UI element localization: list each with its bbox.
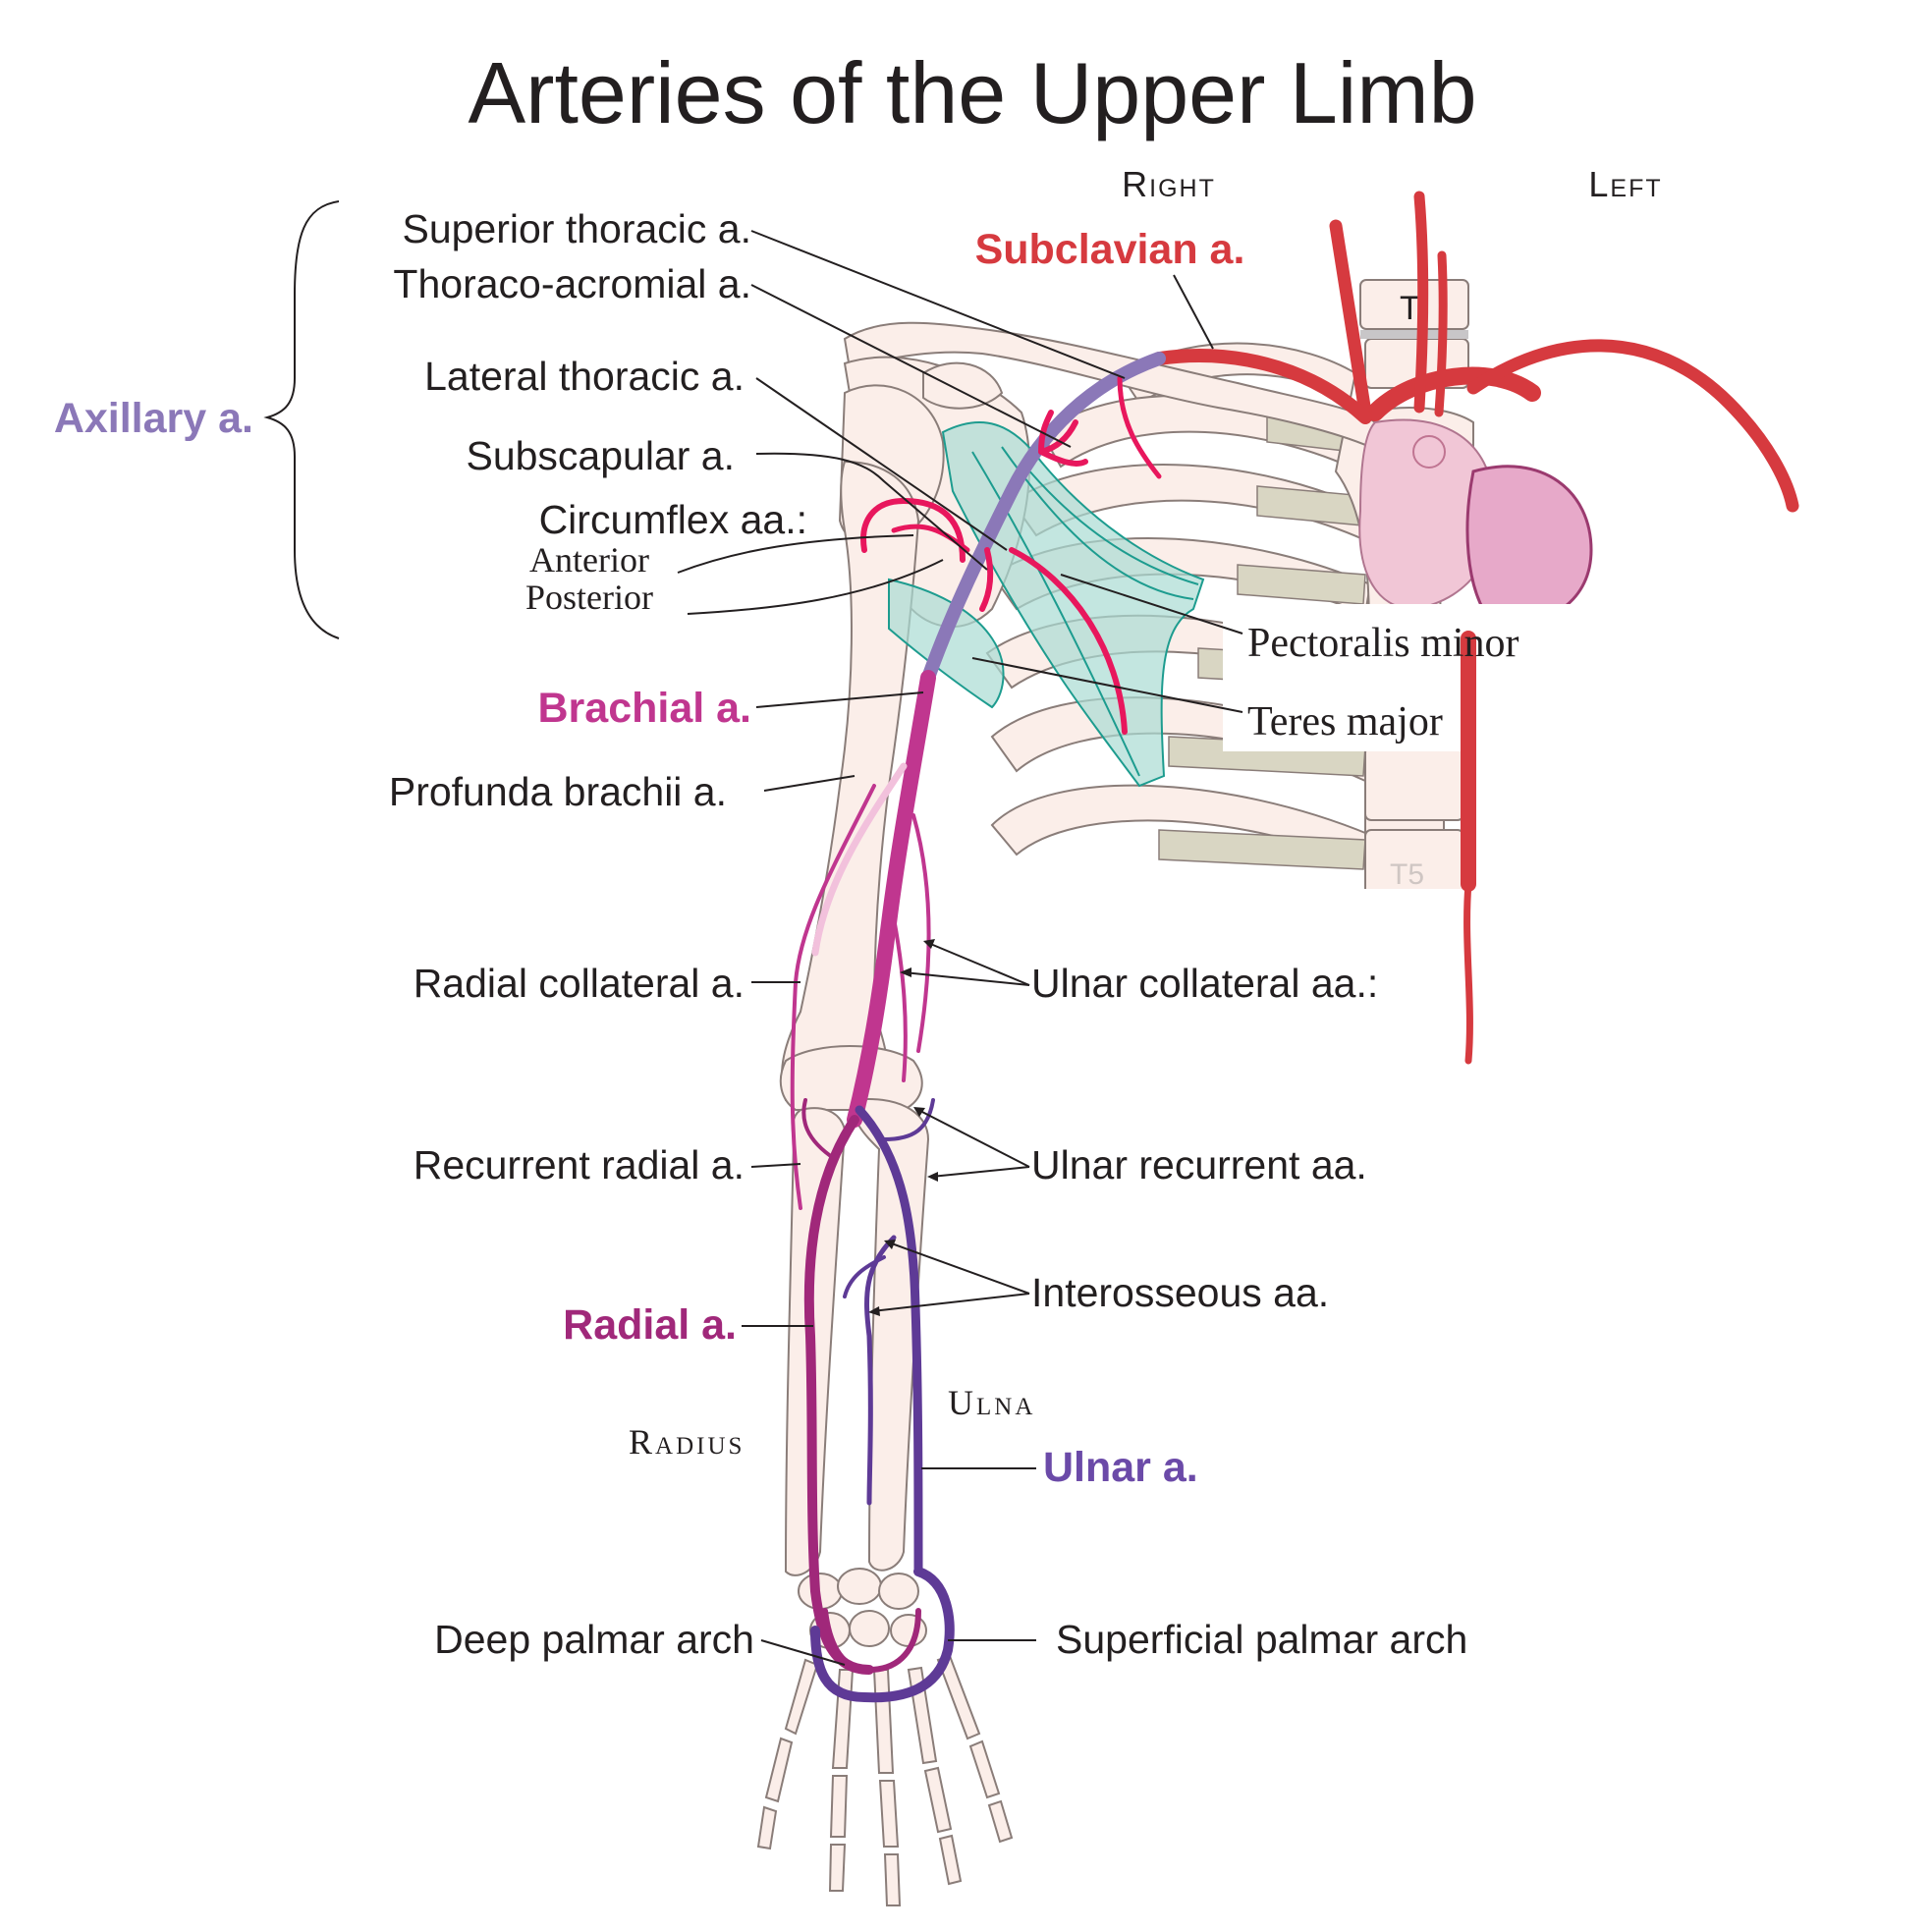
arrowhead-ulnar-recurrent-2 xyxy=(927,1172,938,1182)
arrowhead-ulnar-collateral-1 xyxy=(923,939,935,949)
label-ulna: Ulna xyxy=(948,1383,1035,1422)
label-brachial: Brachial a. xyxy=(538,685,752,732)
arrowhead-ulnar-collateral-2 xyxy=(900,967,911,977)
axillary-bracket xyxy=(263,200,340,639)
deep-palmar-arch xyxy=(822,1608,921,1674)
arrowhead-interosseous-1 xyxy=(884,1240,896,1249)
left-subclavian-artery xyxy=(1466,339,1799,513)
posterior-circumflex-artery xyxy=(860,497,966,563)
leader-recurrent-radial xyxy=(750,1163,801,1168)
leader-ulnar-collateral-upper xyxy=(927,942,1030,986)
superficial-palmar-arch xyxy=(810,1567,955,1703)
heart xyxy=(1358,418,1593,627)
heart-chamber-marking xyxy=(1412,435,1446,469)
leader-teres-major xyxy=(971,657,1243,713)
label-radial-collateral: Radial collateral a. xyxy=(414,961,745,1006)
arrowhead-ulnar-recurrent-1 xyxy=(913,1107,925,1117)
leader-ulnar-recurrent-lower xyxy=(930,1166,1030,1178)
descending-aorta-lower xyxy=(1463,880,1473,1065)
heart-left-ventricle xyxy=(1465,465,1593,627)
lateral-thoracic-artery xyxy=(1009,547,1128,735)
costal-cartilage-3 xyxy=(1237,564,1366,605)
leader-pectoralis-minor xyxy=(1060,574,1243,635)
leader-arrowheads xyxy=(868,939,938,1316)
ulnar-recurrent-artery xyxy=(882,1098,935,1141)
profunda-brachii-artery xyxy=(811,762,908,957)
label-interosseous: Interosseous aa. xyxy=(1031,1270,1329,1315)
common-carotid-left xyxy=(1413,191,1429,414)
label-subscapular: Subscapular a. xyxy=(466,433,735,478)
common-carotid-right xyxy=(1329,219,1372,419)
leader-ulnar-collateral-lower xyxy=(903,971,1030,986)
brachial-artery xyxy=(847,670,936,1128)
label-subclavian: Subclavian a. xyxy=(975,226,1245,273)
label-ulnar-recurrent: Ulnar recurrent aa. xyxy=(1031,1142,1367,1187)
label-superior-thoracic: Superior thoracic a. xyxy=(402,206,751,251)
leader-lateral-thoracic xyxy=(755,377,1008,551)
leader-profunda-brachii xyxy=(763,775,856,792)
leader-lines xyxy=(677,230,1243,1666)
superior-thoracic-artery xyxy=(1117,375,1162,479)
label-pectoralis-minor: Pectoralis minor xyxy=(1247,621,1518,666)
vertebra-label-t5: T5 xyxy=(1390,858,1424,891)
label-ulnar-collateral: Ulnar collateral aa.: xyxy=(1031,961,1378,1006)
label-posterior: Posterior xyxy=(525,578,653,617)
label-superficial-palmar-arch: Superficial palmar arch xyxy=(1056,1617,1467,1662)
leader-interosseous-lower xyxy=(871,1293,1030,1312)
label-radial: Radial a. xyxy=(563,1301,737,1349)
superior-ulnar-collateral-artery xyxy=(911,813,931,1053)
interosseous-artery xyxy=(864,1235,897,1506)
arteries xyxy=(790,191,1799,1703)
vertebral-artery xyxy=(1434,250,1448,417)
label-lateral-thoracic: Lateral thoracic a. xyxy=(424,354,745,399)
inferior-ulnar-collateral-artery xyxy=(887,892,908,1082)
label-profunda-brachii: Profunda brachii a. xyxy=(389,769,727,814)
label-deep-palmar-arch: Deep palmar arch xyxy=(434,1617,754,1662)
aortic-arch xyxy=(1366,366,1541,421)
arrowhead-interosseous-2 xyxy=(868,1306,880,1316)
label-teres-major: Teres major xyxy=(1247,699,1443,745)
vertebra-label-t: T xyxy=(1400,290,1420,327)
labels: Superior thoracic a. Thoraco-acromial a.… xyxy=(54,206,1519,1662)
label-thoraco-acromial: Thoraco-acromial a. xyxy=(393,261,751,306)
label-recurrent-radial: Recurrent radial a. xyxy=(414,1142,745,1187)
leader-subclavian xyxy=(1173,274,1214,350)
leader-brachial xyxy=(755,691,924,708)
thoraco-acromial-artery xyxy=(1038,410,1088,467)
leader-anterior-circumflex xyxy=(677,534,914,574)
costal-cartilage-6 xyxy=(1158,829,1366,870)
leader-ulnar-recurrent-upper xyxy=(917,1109,1030,1168)
vertebra-lower-1 xyxy=(1364,745,1464,821)
lower-white-panel xyxy=(972,889,1468,1154)
leader-superior-thoracic xyxy=(750,230,1126,379)
radial-artery xyxy=(803,1115,874,1675)
axillary-artery xyxy=(921,352,1166,685)
recurrent-radial-artery xyxy=(801,1098,837,1161)
coracoid-process xyxy=(922,361,1004,410)
label-circumflex: Circumflex aa.: xyxy=(539,497,807,542)
humerus-distal-condyles xyxy=(779,1045,923,1111)
leader-posterior-circumflex xyxy=(687,559,944,615)
interosseous-artery-branch xyxy=(843,1255,886,1298)
subscapular-artery xyxy=(979,547,994,612)
leader-thoraco-acromial xyxy=(750,284,1072,448)
label-axillary: Axillary a. xyxy=(54,395,253,442)
right-side-label: Right xyxy=(1122,164,1216,204)
leader-interosseous-upper xyxy=(888,1242,1030,1295)
label-anterior: Anterior xyxy=(529,540,649,580)
leader-deep-palmar-arch xyxy=(760,1639,846,1666)
leader-subscapular xyxy=(755,452,988,571)
muscle-label-panel xyxy=(1223,604,1576,751)
left-side-label: Left xyxy=(1588,164,1662,204)
subclavian-artery xyxy=(1152,349,1372,424)
intervertebral-disc-1 xyxy=(1360,330,1468,339)
label-radius: Radius xyxy=(629,1422,745,1462)
diagram-title: Arteries of the Upper Limb xyxy=(468,44,1476,141)
label-ulnar: Ulnar a. xyxy=(1043,1444,1198,1491)
